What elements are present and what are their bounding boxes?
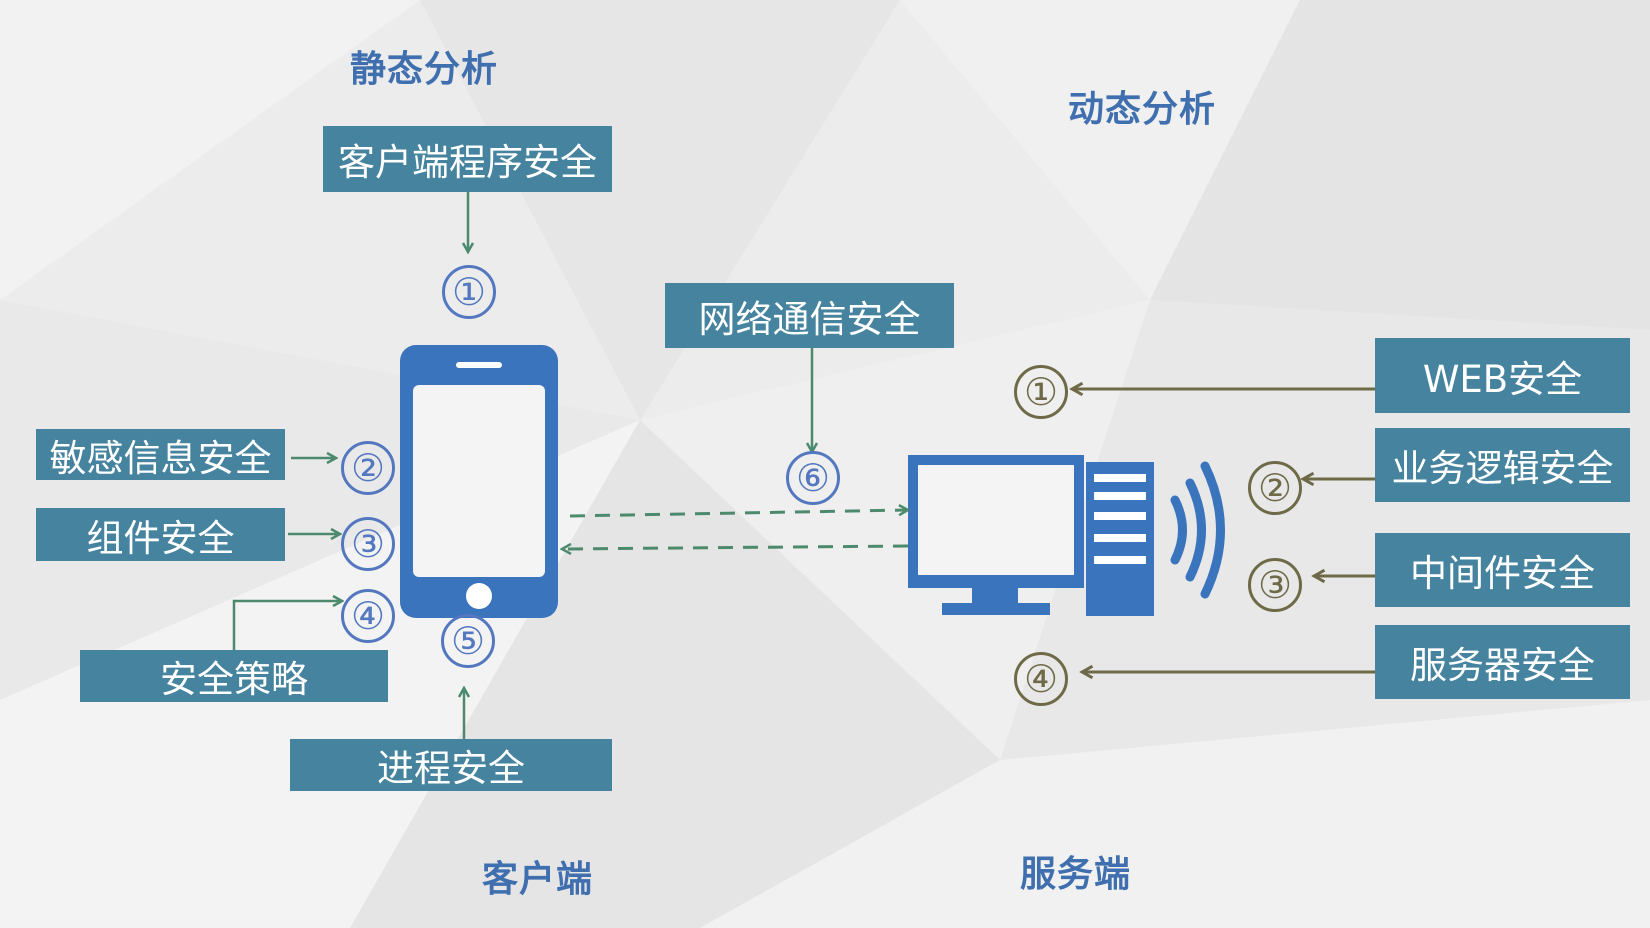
client-number-3: ③ xyxy=(341,517,395,571)
server-number-1: ① xyxy=(1014,365,1068,419)
client-number-2: ② xyxy=(341,441,395,495)
client-number-1: ① xyxy=(442,265,496,319)
server-number-2: ② xyxy=(1248,461,1302,515)
tag-sensitive-info-security: 敏感信息安全 xyxy=(36,429,285,480)
heading-dynamic-analysis: 动态分析 xyxy=(1068,89,1217,130)
tag-middleware-security: 中间件安全 xyxy=(1375,533,1630,607)
client-number-5: ⑤ xyxy=(441,614,495,668)
tag-business-logic-security: 业务逻辑安全 xyxy=(1375,428,1630,502)
tag-client-program-security: 客户端程序安全 xyxy=(323,126,612,192)
tag-web-security: WEB安全 xyxy=(1375,338,1630,413)
heading-server: 服务端 xyxy=(1020,854,1132,895)
tag-component-security: 组件安全 xyxy=(36,508,285,561)
tag-network-communication-security: 网络通信安全 xyxy=(665,283,954,348)
network-number-6: ⑥ xyxy=(786,451,840,505)
heading-client: 客户端 xyxy=(482,859,594,900)
tag-security-policy: 安全策略 xyxy=(80,650,388,702)
server-number-4: ④ xyxy=(1014,652,1068,706)
server-number-3: ③ xyxy=(1248,558,1302,612)
tag-server-security: 服务器安全 xyxy=(1375,625,1630,699)
heading-static-analysis: 静态分析 xyxy=(350,49,499,90)
tag-process-security: 进程安全 xyxy=(290,739,612,791)
client-number-4: ④ xyxy=(341,589,395,643)
